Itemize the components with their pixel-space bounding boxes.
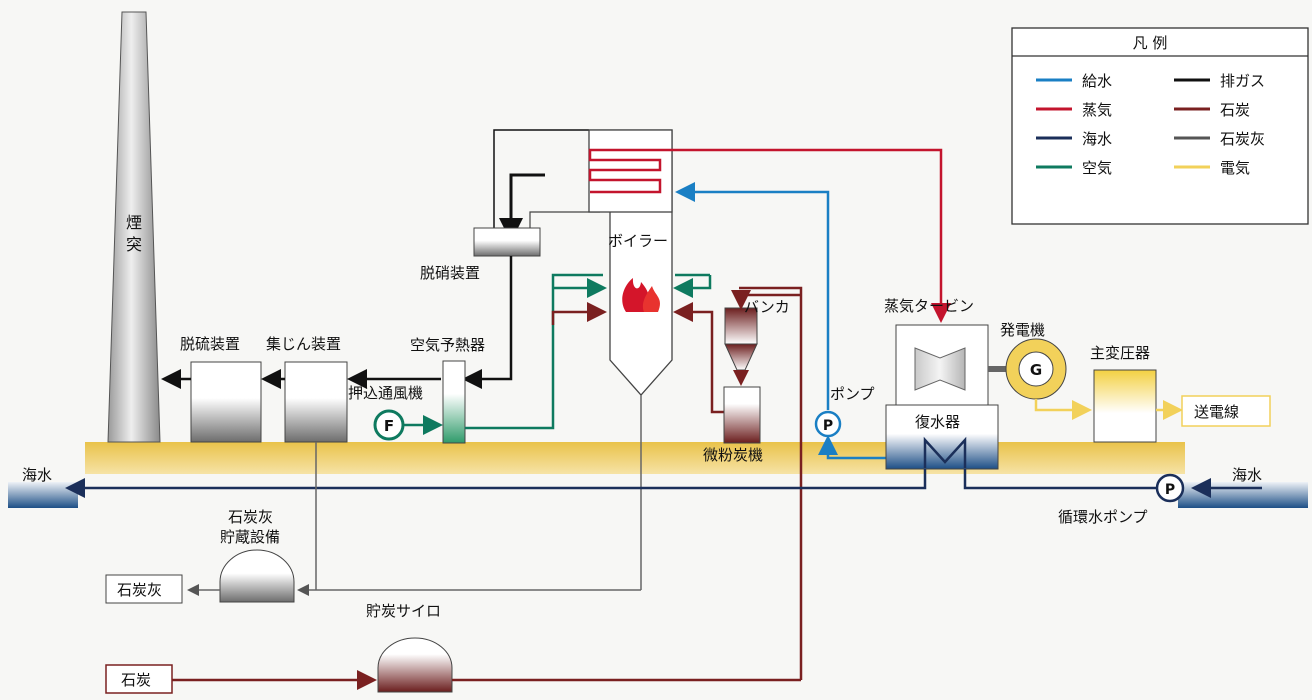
chimney-label-1: 煙 bbox=[126, 213, 142, 232]
boiler-outline-link bbox=[529, 211, 600, 228]
air-preheater-label: 空気予熱器 bbox=[410, 336, 485, 354]
circulating-pump-symbol: P bbox=[1165, 482, 1175, 498]
coal-left-feed bbox=[551, 302, 607, 325]
sea-right bbox=[1178, 482, 1308, 508]
feedwater-line bbox=[818, 435, 886, 460]
legend-label: 給水 bbox=[1082, 72, 1112, 90]
generator-inner bbox=[1018, 351, 1054, 387]
legend-label: 空気 bbox=[1082, 159, 1112, 177]
coal-mill-loop bbox=[710, 325, 724, 414]
forced-draft-fan-label: 押込通風機 bbox=[348, 384, 423, 402]
coal-riser bbox=[739, 286, 803, 680]
feedwater-to-boiler bbox=[675, 182, 830, 410]
flame-icon bbox=[622, 278, 661, 312]
seawater-right-label: 海水 bbox=[1232, 466, 1262, 484]
legend-label: 排ガス bbox=[1220, 72, 1265, 90]
ash-storage-label-2: 貯蔵設備 bbox=[220, 528, 280, 546]
ash-storage-label-1: 石炭灰 bbox=[228, 508, 273, 526]
seawater-to-condenser bbox=[963, 469, 1157, 490]
denitration-unit bbox=[473, 227, 541, 257]
dust-collector-unit bbox=[284, 361, 348, 443]
legend-label: 蒸気 bbox=[1082, 101, 1112, 119]
boiler-label: ボイラー bbox=[608, 232, 668, 250]
denitration-label: 脱硝装置 bbox=[420, 264, 480, 282]
seawater-left-label: 海水 bbox=[22, 466, 52, 484]
coal-input-box bbox=[105, 664, 173, 694]
hopper-top bbox=[724, 307, 758, 345]
coal-ash-output-label: 石炭灰 bbox=[117, 581, 162, 599]
air-preheater-to-boiler bbox=[465, 273, 603, 430]
air-preheater-unit bbox=[442, 360, 466, 444]
hopper-funnel bbox=[724, 343, 758, 371]
exhaust-line-boiler-to-denox bbox=[493, 129, 589, 228]
ash-storage-dome bbox=[219, 549, 295, 603]
desulfurization-label: 脱硫装置 bbox=[180, 335, 240, 353]
circulating-pump-label: 循環水ポンプ bbox=[1058, 508, 1148, 526]
chimney bbox=[107, 11, 161, 443]
generator-label: 発電機 bbox=[1000, 321, 1045, 339]
legend-title: 凡 例 bbox=[1133, 34, 1168, 52]
exhaust-line-to-preheater bbox=[462, 256, 513, 389]
coal-silo-label: 貯炭サイロ bbox=[366, 602, 441, 620]
hopper-coal-feed bbox=[731, 290, 801, 310]
chimney-label-2: 突 bbox=[126, 235, 142, 254]
coal-ash-output-box bbox=[105, 574, 183, 604]
pump-symbol: P bbox=[823, 418, 833, 434]
coal-input-label: 石炭 bbox=[121, 671, 151, 689]
fan-symbol: F bbox=[384, 417, 394, 435]
transmission-line-box bbox=[1181, 395, 1271, 427]
seawater-out bbox=[65, 469, 927, 498]
legend-label: 石炭灰 bbox=[1220, 130, 1265, 148]
legend-label: 海水 bbox=[1082, 130, 1112, 148]
desulfurization-unit bbox=[190, 361, 262, 443]
transmission-line-label: 送電線 bbox=[1194, 403, 1239, 421]
pulverizer-label: 微粉炭機 bbox=[703, 446, 763, 464]
dust-collector-label: 集じん装置 bbox=[266, 335, 341, 353]
coal-right-feed bbox=[673, 302, 714, 325]
steam-turbine-label: 蒸気タービン bbox=[884, 297, 974, 315]
main-transformer-label: 主変圧器 bbox=[1090, 344, 1150, 362]
hopper-label: バンカ bbox=[744, 298, 790, 316]
sea-left bbox=[8, 482, 78, 508]
steam-line-to-turbine bbox=[660, 148, 951, 323]
coal-silo-dome bbox=[377, 637, 453, 693]
turbine-rotor bbox=[914, 347, 966, 391]
generator-symbol: G bbox=[1030, 361, 1042, 379]
legend-label: 石炭 bbox=[1220, 101, 1250, 119]
steam-coil bbox=[588, 148, 662, 194]
exhaust-arrow-top bbox=[499, 173, 545, 242]
condenser-label: 復水器 bbox=[915, 413, 960, 431]
condenser-tube-icon bbox=[923, 436, 967, 468]
pulverizer-unit bbox=[723, 386, 761, 444]
pump-label: ポンプ bbox=[830, 385, 875, 403]
main-transformer-unit bbox=[1093, 369, 1157, 443]
electric-gen-to-transformer bbox=[1034, 399, 1092, 420]
air-right-to-boiler bbox=[673, 275, 712, 298]
legend-label: 電気 bbox=[1220, 159, 1250, 177]
pump-icon bbox=[814, 410, 842, 438]
ground-band bbox=[85, 442, 1185, 474]
